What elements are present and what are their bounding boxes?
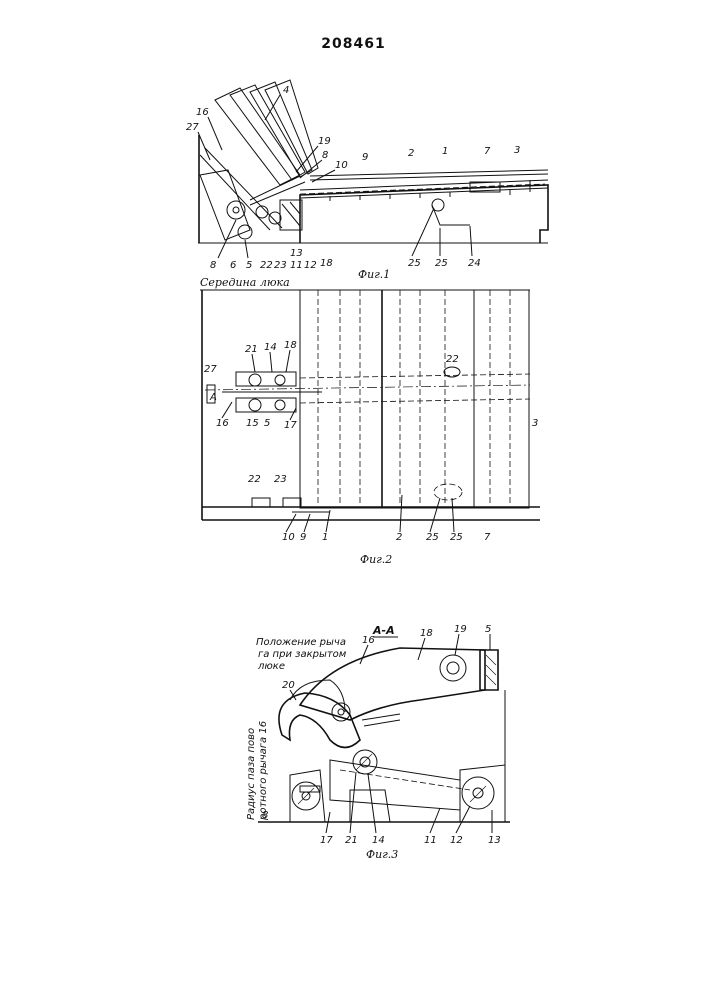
fig3-label-5: 5 xyxy=(485,624,491,635)
fig2-title: Середина люка xyxy=(200,276,290,289)
fig1-label-12: 12 xyxy=(304,260,317,271)
fig1-label-8a: 8 xyxy=(322,150,328,161)
fig2-label-23: 23 xyxy=(274,474,287,485)
fig3-label-21: 21 xyxy=(345,835,358,846)
fig1-label-25a: 25 xyxy=(408,258,421,269)
fig2-label-17: 17 xyxy=(284,420,297,431)
fig3-note-side-2: ротного рычага 16 xyxy=(258,721,269,821)
figure-2: Середина люка xyxy=(200,276,540,566)
fig2-label-14: 14 xyxy=(264,342,277,353)
fig2-label-A: A xyxy=(209,392,217,403)
fig1-label-8b: 8 xyxy=(210,260,216,271)
fig3-label-12: 12 xyxy=(450,835,463,846)
fig2-caption: Фиг.2 xyxy=(360,553,392,566)
fig2-label-16: 16 xyxy=(216,418,229,429)
fig2-label-25b: 25 xyxy=(450,532,463,543)
fig1-label-19: 19 xyxy=(318,136,331,147)
fig2-label-7: 7 xyxy=(484,532,491,543)
figure-1: 16 27 4 19 8 10 9 2 1 7 3 8 6 5 22 23 11… xyxy=(186,80,548,281)
fig2-label-18: 18 xyxy=(284,340,297,351)
fig1-label-18: 18 xyxy=(320,258,333,269)
fig3-label-11: 11 xyxy=(424,835,437,846)
fig1-label-2: 2 xyxy=(408,148,414,159)
fig3-label-16: 16 xyxy=(362,635,375,646)
fig2-label-10: 10 xyxy=(282,532,295,543)
fig2-label-22b: 22 xyxy=(446,354,459,365)
fig3-label-8: 8 xyxy=(262,810,268,821)
fig2-label-25a: 25 xyxy=(426,532,439,543)
fig1-label-24: 24 xyxy=(468,258,481,269)
fig1-label-23: 23 xyxy=(274,260,287,271)
fig3-label-20: 20 xyxy=(282,680,295,691)
fig1-label-27: 27 xyxy=(186,122,199,133)
fig2-label-9: 9 xyxy=(300,532,306,543)
fig1-label-25b: 25 xyxy=(435,258,448,269)
fig2-label-5: 5 xyxy=(264,418,270,429)
fig1-label-11: 11 xyxy=(290,260,303,271)
fig1-label-13: 13 xyxy=(290,248,303,259)
fig2-label-27: 27 xyxy=(204,364,217,375)
fig2-label-3: 3 xyxy=(532,418,538,429)
fig1-label-22: 22 xyxy=(260,260,273,271)
fig3-label-17: 17 xyxy=(320,835,333,846)
fig1-label-3: 3 xyxy=(514,145,520,156)
fig1-caption: Фиг.1 xyxy=(358,268,390,281)
fig1-label-9: 9 xyxy=(362,152,368,163)
fig3-label-13: 13 xyxy=(488,835,501,846)
fig1-label-10: 10 xyxy=(335,160,348,171)
fig1-label-5: 5 xyxy=(246,260,252,271)
fig2-label-1: 1 xyxy=(322,532,328,543)
fig3-note-top-3: люке xyxy=(257,661,285,672)
fig2-label-2: 2 xyxy=(396,532,402,543)
fig3-section-label: А-А xyxy=(372,624,395,637)
fig1-label-4: 4 xyxy=(283,85,289,96)
fig1-label-16: 16 xyxy=(196,107,209,118)
fig2-label-21: 21 xyxy=(245,344,258,355)
fig3-caption: Фиг.3 xyxy=(366,848,398,861)
fig3-note-top-2: га при закрытом xyxy=(258,649,347,660)
fig3-note-side-1: Радиус паза пово xyxy=(246,728,257,820)
fig2-label-22a: 22 xyxy=(248,474,261,485)
fig3-label-18: 18 xyxy=(420,628,433,639)
fig2-label-15: 15 xyxy=(246,418,259,429)
fig1-label-6: 6 xyxy=(230,260,236,271)
figure-3: Положение рыча га при закрытом люке А-А … xyxy=(246,624,510,861)
fig1-label-7: 7 xyxy=(484,146,491,157)
fig3-note-top-1: Положение рыча xyxy=(256,637,346,648)
fig3-label-19: 19 xyxy=(454,624,467,635)
fig1-label-1: 1 xyxy=(442,146,448,157)
fig3-label-14: 14 xyxy=(372,835,385,846)
